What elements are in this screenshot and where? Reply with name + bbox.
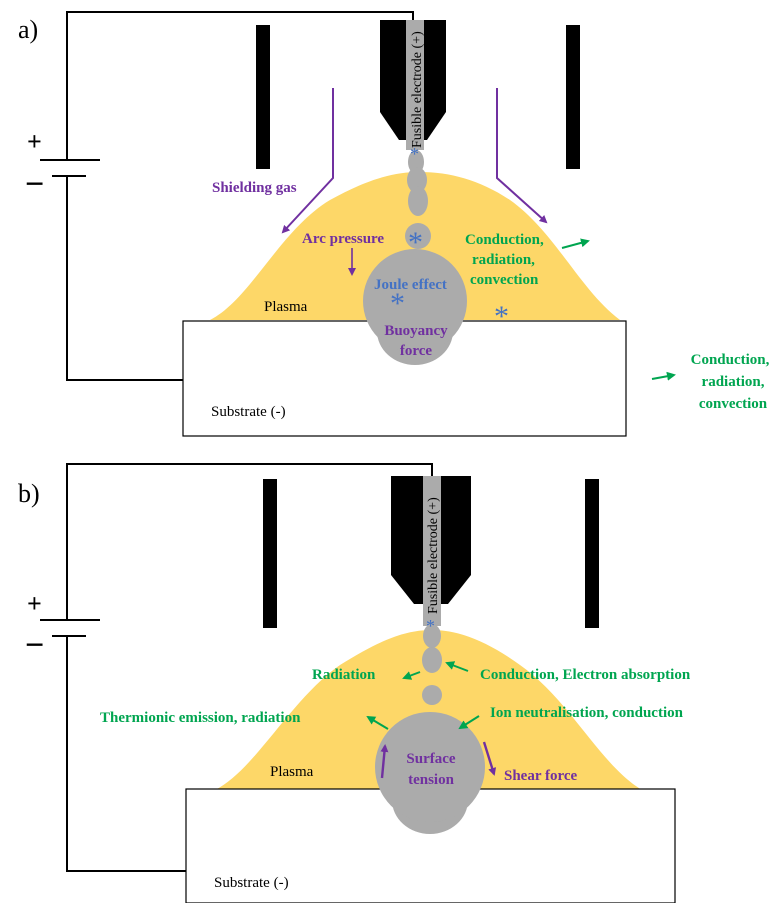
joule-asterisk: * [408,226,423,259]
molten-droplet [363,249,467,353]
conduction-right-line1: Conduction, [691,352,770,368]
droplet-forming [407,167,427,193]
circuit-wire-bottom [66,188,183,381]
shielding-gas-arrow-right [496,88,548,224]
droplet-detaching [408,186,428,216]
arc-pressure-label: Arc pressure [302,231,384,247]
battery-plus-sign: + [27,589,42,618]
joule-asterisk: * [426,616,435,636]
plasma-label: Plasma [270,764,314,780]
joule-asterisk: * [410,144,419,164]
ion-neutralisation-label: Ion neutralisation, conduction [490,705,684,721]
joule-asterisk: * [494,300,509,333]
battery-minus-sign: − [25,627,44,664]
panel-b-label: b) [18,479,40,508]
plasma-region [215,630,642,790]
electrode-wire [406,20,424,150]
nozzle-wall-right [585,479,599,628]
joule-effect-label: Joule effect [374,277,447,293]
surface-tension-arrow [380,744,389,779]
shear-force-label: Shear force [504,768,578,784]
conduction-electron-arrow [445,661,469,672]
radiation-label: Radiation [312,667,376,683]
electrode-label: Fusible electrode (+) [410,31,425,148]
conduction-right-line3: convection [699,396,768,412]
thermionic-emission-arrow [366,715,389,730]
thermionic-emission-label: Thermionic emission, radiation [100,710,301,726]
shielding-gas-label: Shielding gas [212,180,297,196]
conduction-upper-line2: radiation, [472,252,535,268]
panel-a-label: a) [18,15,38,44]
battery-plus-sign: + [27,127,42,156]
surface-tension-line1: Surface [406,751,455,767]
substrate-label: Substrate (-) [211,404,286,420]
circuit-wire-top [66,11,414,148]
nozzle-wall-left [263,479,277,628]
plasma-label: Plasma [264,299,308,315]
buoyancy-label-line1: Buoyancy [384,323,448,339]
conduction-right-arrow [651,371,676,381]
shielding-gas-arrow-left [281,88,334,234]
conduction-electron-label: Conduction, Electron absorption [480,667,691,683]
conduction-upper-arrow [561,238,590,249]
panel-b: b) + − Fusible electrode (+) * Radiation [18,463,691,903]
radiation-arrow [402,671,421,680]
droplet-forming [422,647,442,673]
shear-force-arrow [482,741,497,776]
ion-neutralisation-arrow [458,715,480,730]
nozzle-wall-right [566,25,580,169]
circuit-wire-top [66,463,433,612]
buoyancy-label-line2: force [400,343,433,359]
conduction-upper-line3: convection [470,272,539,288]
battery-minus-sign: − [25,166,44,203]
electrode-wire [423,476,441,626]
nozzle-wall-left [256,25,270,169]
surface-tension-line2: tension [408,772,455,788]
droplet-falling [422,685,442,705]
droplet-neck [423,624,441,648]
joule-asterisk: * [390,287,405,320]
conduction-upper-line1: Conduction, [465,232,544,248]
droplet-falling [405,223,431,249]
substrate-label: Substrate (-) [214,875,289,891]
conduction-right-line2: radiation, [702,374,765,390]
molten-droplet [375,712,485,822]
electrode-label: Fusible electrode (+) [426,497,441,614]
circuit-wire-bottom [66,648,186,872]
panel-a: a) + − Fusible electrode (+) * * * [18,11,770,437]
